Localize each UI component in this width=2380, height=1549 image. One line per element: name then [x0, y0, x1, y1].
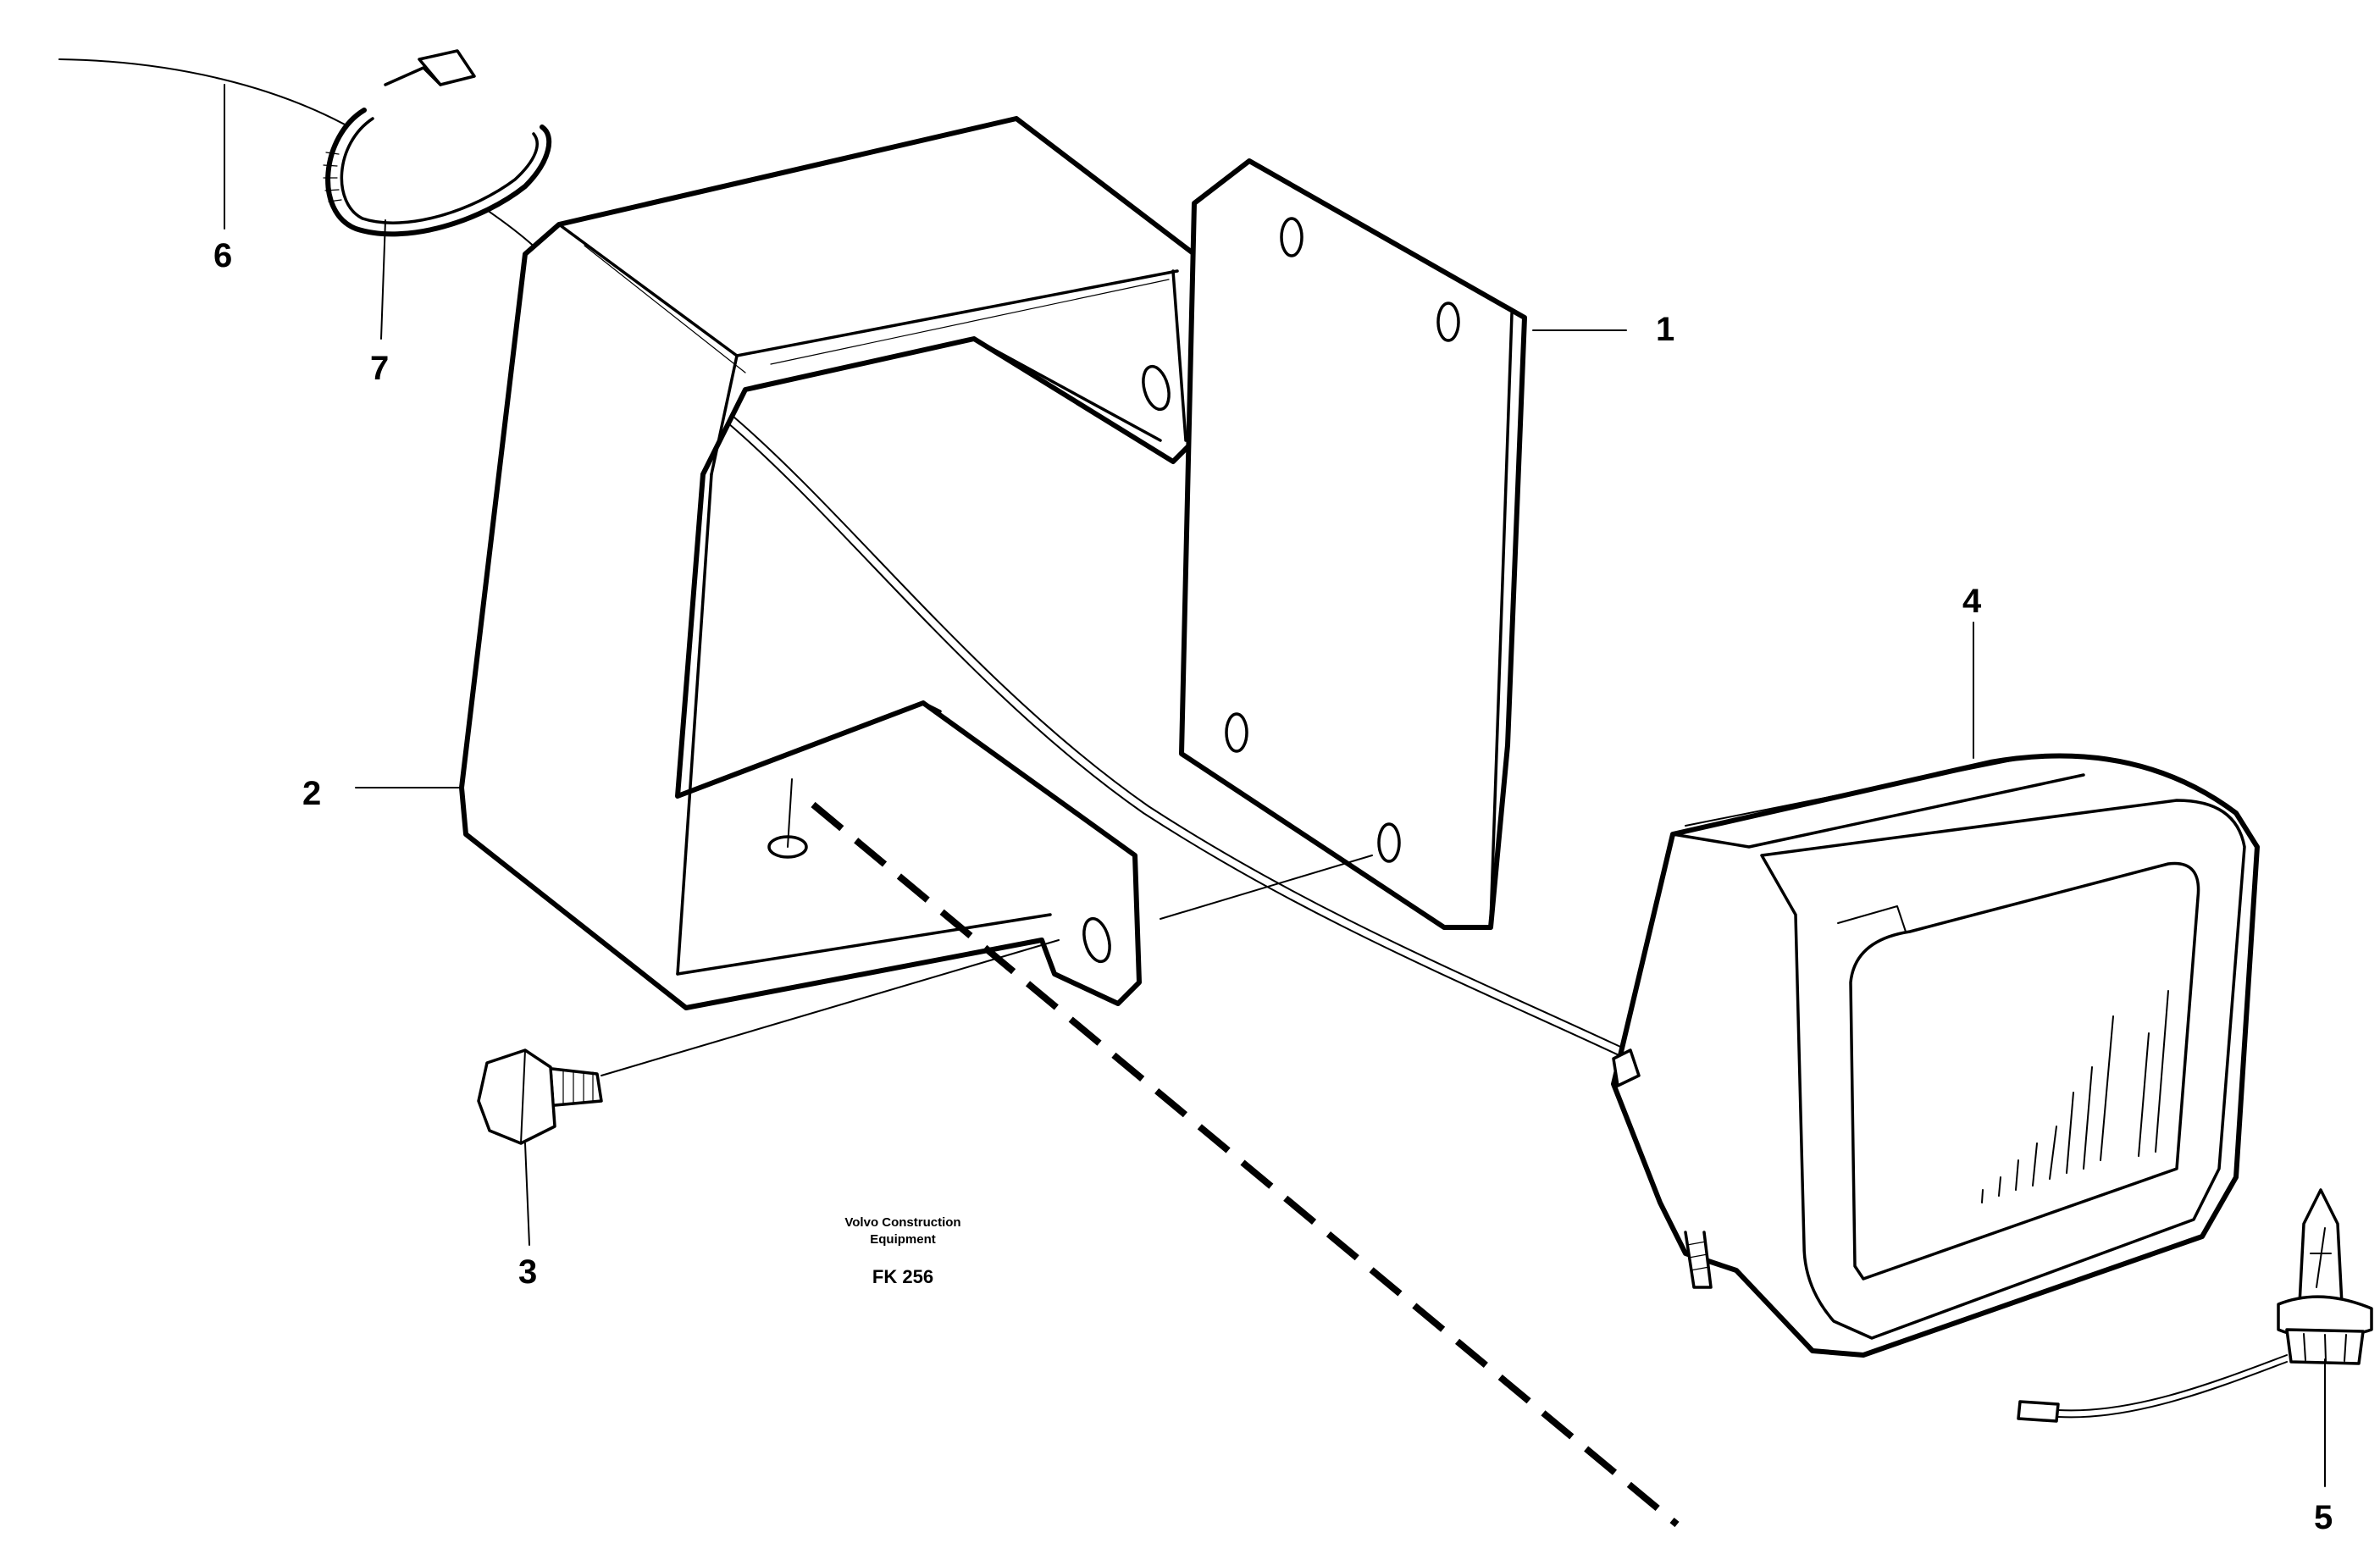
caption-line-1: Volvo Construction — [844, 1215, 960, 1230]
bolt — [477, 1048, 603, 1145]
plate-assembly-line — [1160, 855, 1373, 920]
leader-lines — [224, 84, 2326, 1487]
callout-4: 4 — [1962, 583, 1982, 620]
bolt-assembly-line — [601, 939, 1060, 1076]
callout-3: 3 — [518, 1253, 537, 1291]
mounting-plate — [1179, 158, 1527, 930]
callout-6: 6 — [213, 237, 232, 274]
cable-inner — [728, 423, 1627, 1059]
callout-2: 2 — [302, 775, 321, 812]
callout-7: 7 — [370, 350, 389, 387]
cable-inner-b — [733, 416, 1632, 1053]
bulb — [2017, 1188, 2373, 1423]
callout-1: 1 — [1656, 311, 1674, 348]
bracket — [459, 116, 1197, 1010]
caption-code: FK 256 — [872, 1266, 933, 1287]
caption-line-2: Equipment — [870, 1232, 936, 1247]
work-lamp — [1611, 753, 2260, 1358]
callout-5: 5 — [2314, 1499, 2333, 1536]
lamp-assembly-dashed-line — [811, 801, 1680, 1528]
cable-tie — [323, 49, 552, 237]
